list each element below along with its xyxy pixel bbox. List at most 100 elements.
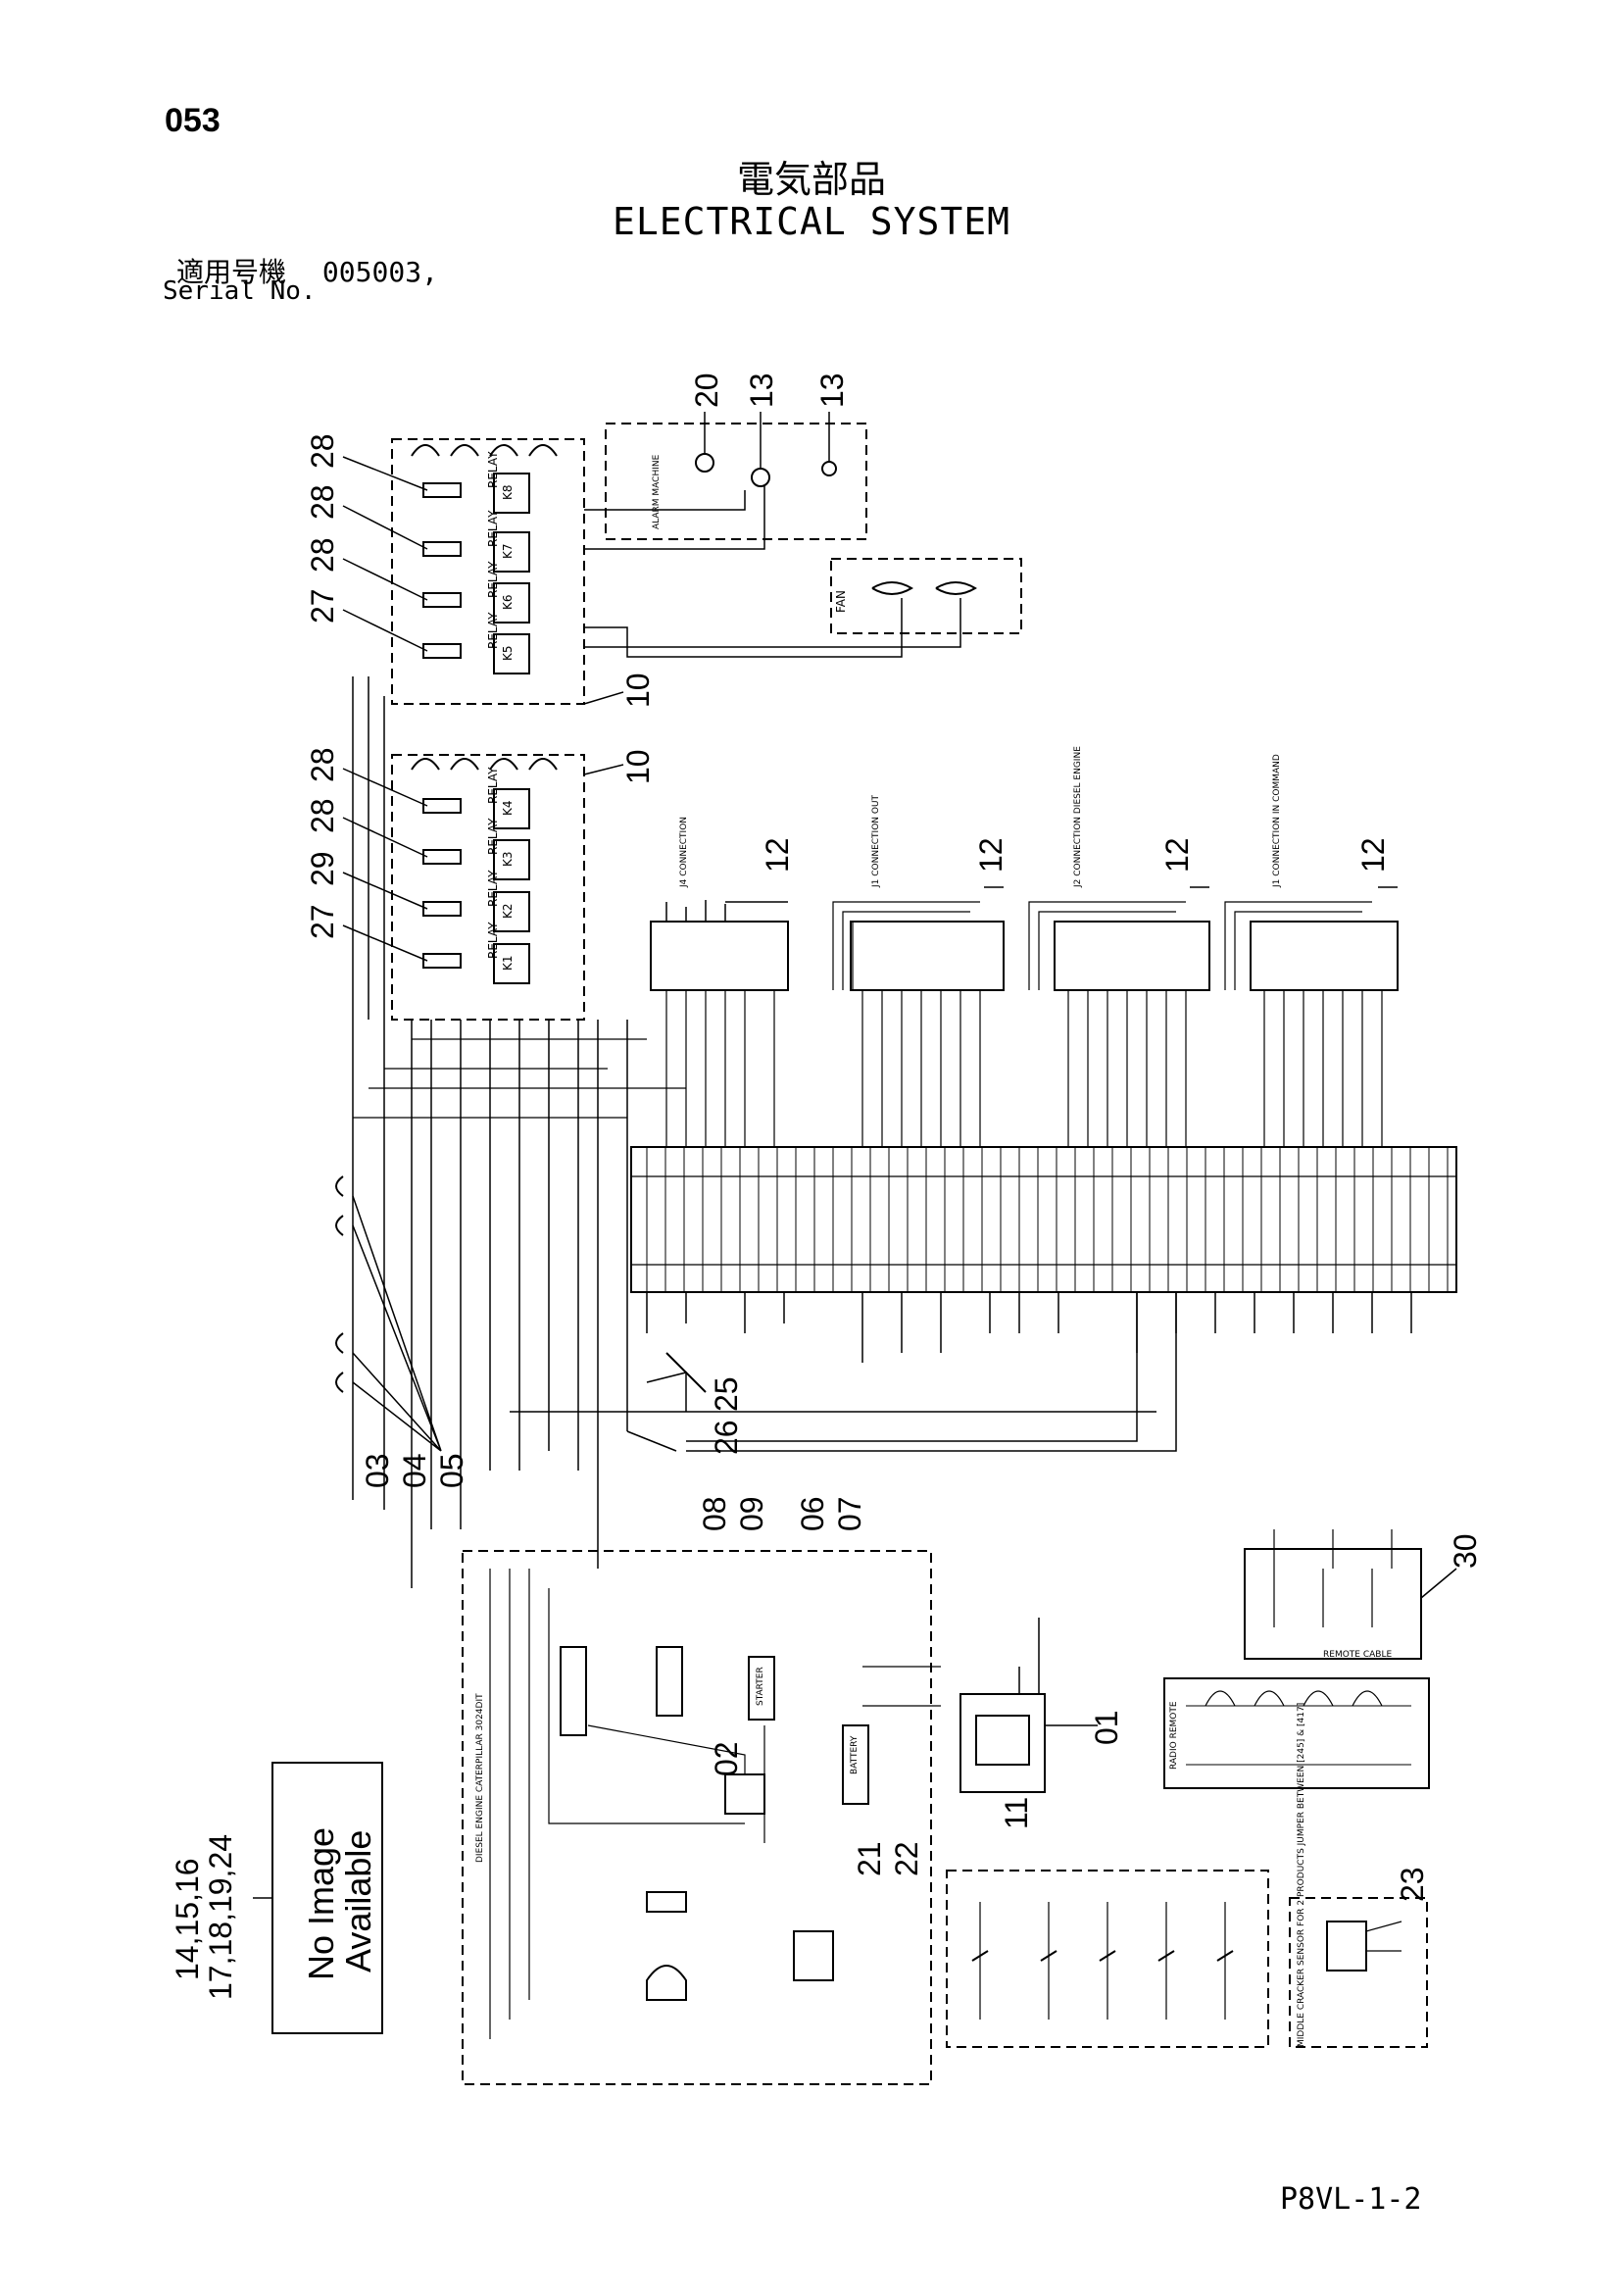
callout-alarm: 20 [689,373,724,408]
relay-k5-word: RELAY [486,612,500,649]
coil-loops-top [411,444,558,457]
connector-harness [665,990,1383,1147]
alarm-icon [695,453,714,473]
battery-label: BATTERY [850,1735,860,1774]
relay-k8-word: RELAY [486,451,500,488]
terminal-strip [630,1146,1457,1293]
control-box-wiring [1018,1618,1098,1726]
callout-switch-b: 26 [709,1420,744,1455]
relay-k2: RELAY K2 [422,870,530,932]
lamp-b-icon [821,461,837,476]
page-title-en: ELECTRICAL SYSTEM [613,200,1010,243]
engine-label: DIESEL ENGINE CATERPILLAR 3024DIT [475,1693,485,1863]
relay-k3: RELAY K3 [422,818,530,880]
callout-ground-b: 04 [397,1453,432,1488]
page-number: 053 [165,102,221,139]
callout-relay-k2: 29 [305,851,340,886]
relay-k8: RELAY K8 [422,451,530,514]
callout-battery-b: 22 [889,1841,924,1876]
relay-k3-label: K3 [501,851,515,867]
relay-k7: RELAY K7 [422,510,530,573]
relay-k1-word: RELAY [486,922,500,959]
callout-relay-board-top: 10 [620,673,656,708]
relay-k2-word: RELAY [486,870,500,907]
terminal-leads [646,1292,1412,1363]
battery-box [842,1724,869,1805]
glow-plug [560,1646,587,1736]
callout-relay-k7: 28 [305,484,340,520]
fan-box [830,558,1022,634]
serial-label-en: Serial No. [163,276,317,306]
callout-ground-c: 05 [434,1453,469,1488]
remote-cable-leader [1420,1568,1457,1599]
callout-lamp-a: 13 [744,373,779,408]
terminal-rails [631,1175,1456,1266]
sensor-body [1326,1921,1367,1972]
board-leaders [583,691,624,775]
relay-k1-label: K1 [501,955,515,971]
serial-value: 005003, [321,256,438,288]
control-box-panel [975,1715,1030,1766]
ground-symbols [335,1175,344,1393]
callout-remote-cable: 30 [1448,1533,1483,1569]
callout-conn-j1-out: 12 [973,837,1008,873]
callout-relay-k6: 28 [305,537,340,573]
radio-remote-label: RADIO REMOTE [1169,1701,1179,1770]
connector-j4-label: J4 CONNECTION [679,817,689,888]
diverter-box [946,1870,1269,2048]
doc-code: P8VL-1-2 [1280,2182,1422,2217]
callout-conn-j4: 12 [760,837,795,873]
callout-sensor: 23 [1395,1867,1430,1902]
relay-k7-word: RELAY [486,510,500,547]
relay-k6-word: RELAY [486,561,500,598]
callout-battery-a: 21 [852,1841,887,1876]
relay-k4: RELAY K4 [422,767,530,829]
terminal-ticks [646,1147,1449,1292]
connector-j2-label: J2 CONNECTION DIESEL ENGINE [1073,746,1083,888]
callout-lamp-b: 13 [814,373,850,408]
callout-switch-a: 25 [709,1376,744,1412]
engine-box [462,1550,932,2085]
connector-j1-in-label: J1 CONNECTION IN COMMAND [1272,754,1282,888]
no-image-line1: No Image [301,1827,341,1980]
starter-box [748,1656,775,1721]
relay-leaders [342,456,428,962]
relay-k4-label: K4 [501,800,515,816]
starter-label: STARTER [756,1667,765,1706]
callout-radio-remote: 01 [1089,1710,1124,1745]
no-image-line2: Available [338,1830,378,1972]
callout-key-b: 09 [734,1496,769,1531]
connector-j4: J4 CONNECTION [650,817,789,991]
alarm-label: ALARM MACHINE [652,454,662,529]
page-title-jp: 電気部品 [736,158,886,201]
fan-label: FAN [834,590,848,613]
relay-k8-label: K8 [501,484,515,500]
callout-relay-k1: 27 [305,904,340,939]
callout-relay-k8: 28 [305,433,340,469]
callout-relay-board-bottom: 10 [620,749,656,784]
callout-conn-j2: 12 [1159,837,1195,873]
callout-ground-a: 03 [360,1453,395,1488]
coil-loops-bottom [411,758,558,771]
relay-k7-label: K7 [501,543,515,559]
engine-bus [862,1666,941,1707]
advance-coil [656,1646,683,1717]
serial-line-jp: 適用号機 005003, [176,251,438,290]
callout-relay-k4: 28 [305,747,340,782]
radio-remote-box [1163,1677,1430,1789]
callout-key-a: 08 [697,1496,732,1531]
radio-remote-rails [1186,1705,1411,1766]
cross-wires [353,1038,686,1119]
radio-remote-loops [1205,1690,1383,1707]
relay-k5-label: K5 [501,645,515,661]
pressure-switch [646,1891,687,2001]
sensor-wires [1365,1921,1402,1952]
connector-j1-out-label: J1 CONNECTION OUT [871,794,881,888]
sensor-box [1289,1897,1428,2048]
relay-k3-word: RELAY [486,818,500,855]
connector-j2: J2 CONNECTION DIESEL ENGINE [1028,746,1210,991]
callout-control-box: 11 [999,1797,1034,1829]
relay-board-bottom [391,754,585,1021]
lamp-a-icon [751,468,770,487]
diverter-contacts [971,1950,1234,1962]
